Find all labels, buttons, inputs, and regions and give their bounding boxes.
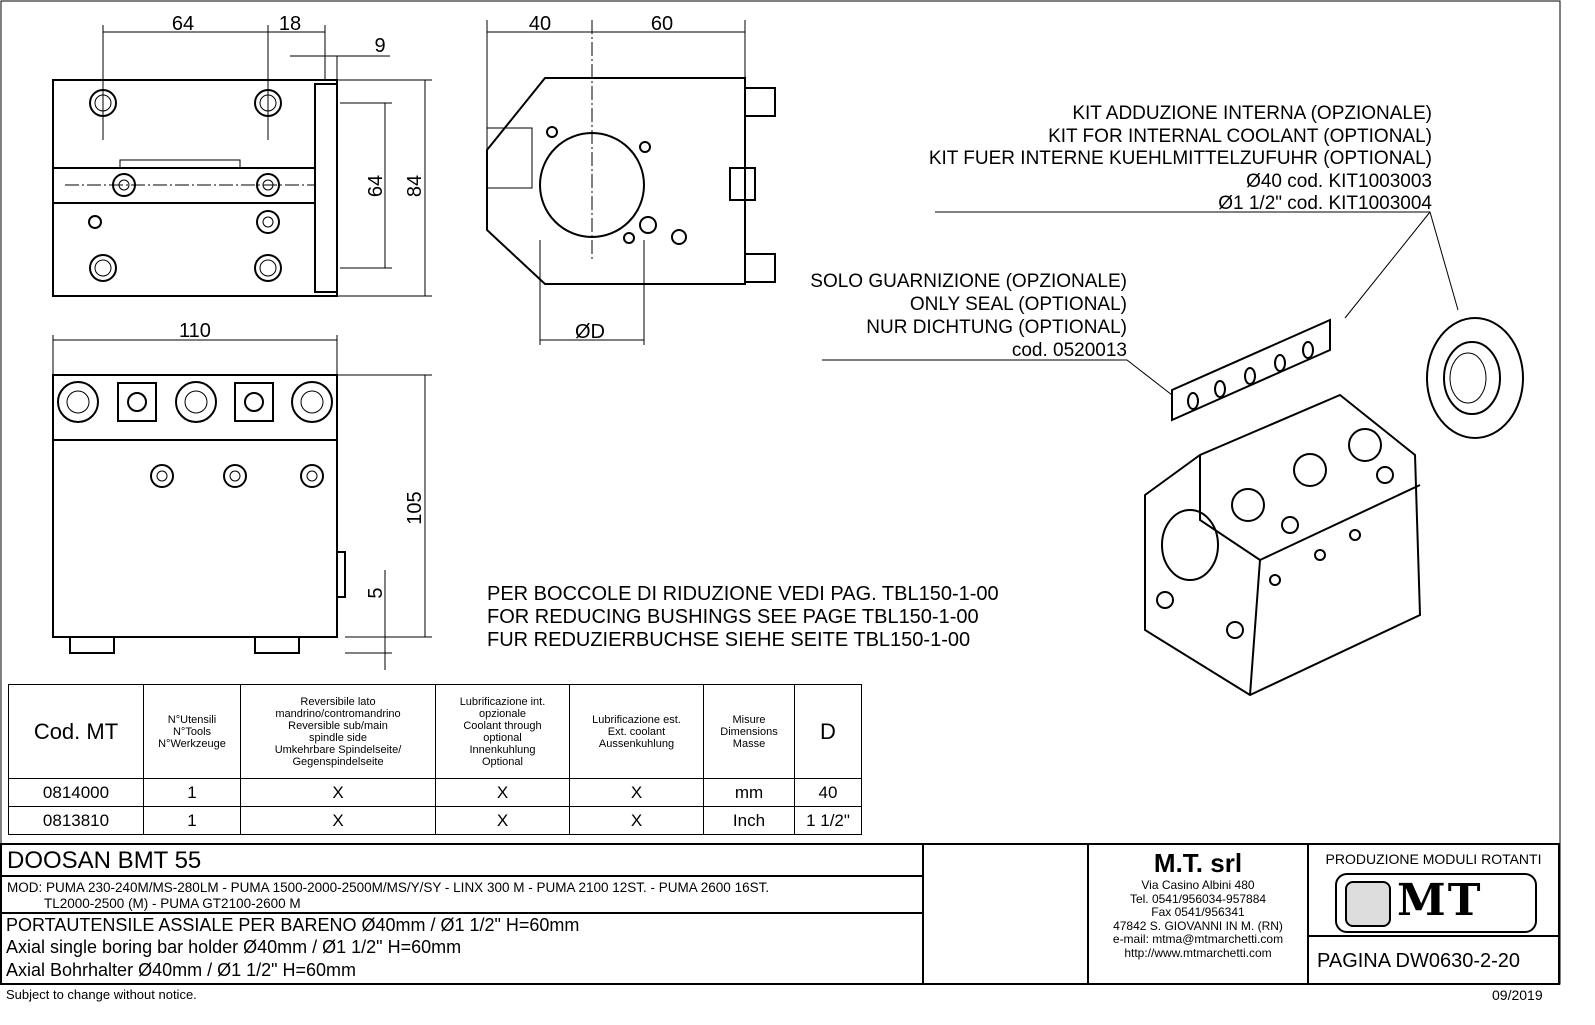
description-en: Axial single boring bar holder Ø40mm / Ø…: [6, 937, 462, 957]
website-link[interactable]: http://www.mtmarchetti.com: [1124, 945, 1272, 960]
dim-64-vertical: 64: [365, 175, 387, 197]
isometric-view: [822, 211, 1524, 697]
dim-18: 18: [279, 13, 301, 35]
rotary-module-icon: [1345, 881, 1391, 927]
description-de: Axial Bohrhalter Ø40mm / Ø1 1/2" H=60mm: [6, 960, 357, 980]
note-line: KIT FUER INTERNE KUEHLMITTELZUFUHR (OPTI…: [929, 148, 1432, 169]
dim-60: 60: [651, 13, 673, 35]
disclaimer: Subject to change without notice.: [6, 987, 197, 1002]
dim-105: 105: [404, 491, 426, 524]
models-line-1: MOD: PUMA 230-240M/MS-280LM - PUMA 1500-…: [7, 880, 770, 895]
header-int-coolant: Lubrificazione int. opzionale Coolant th…: [435, 684, 570, 779]
cell-ext-coolant: X: [569, 806, 704, 835]
dim-5: 5: [365, 587, 387, 598]
description-box: PORTAUTENSILE ASSIALE PER BARENO Ø40mm /…: [0, 912, 924, 985]
models-line-2: TL2000-2500 (M) - PUMA GT2100-2600 M: [44, 896, 301, 911]
cell-tools: 1: [143, 806, 241, 835]
header-tools: N°Utensili N°Tools N°Werkzeuge: [143, 684, 241, 779]
bushings-note: PER BOCCOLE DI RIDUZIONE VEDI PAG. TBL15…: [487, 583, 999, 651]
page-box: PAGINA DW0630-2-20: [1307, 935, 1560, 985]
note-line: FOR REDUCING BUSHINGS SEE PAGE TBL150-1-…: [487, 606, 979, 628]
logo-text: MT: [1397, 875, 1483, 926]
dim-diameter-d: ØD: [575, 321, 605, 343]
dim-84: 84: [404, 175, 426, 197]
brand-title: DOOSAN BMT 55: [7, 847, 202, 874]
dim-64: 64: [172, 13, 194, 35]
dim-40: 40: [529, 13, 551, 35]
page-number: PAGINA DW0630-2-20: [1317, 950, 1521, 972]
address-line: Via Casino Albini 480: [1141, 878, 1255, 892]
cell-d: 40: [794, 778, 862, 807]
seal-note: SOLO GUARNIZIONE (OPZIONALE) ONLY SEAL (…: [810, 271, 1127, 361]
company-box: M.T. srl Via Casino Albini 480 Tel. 0541…: [1087, 843, 1309, 985]
cell-code: 0814000: [8, 778, 144, 807]
note-line: ONLY SEAL (OPTIONAL): [910, 294, 1127, 315]
revision-date: 09/2019: [1492, 987, 1543, 1003]
city: 47842 S. GIOVANNI IN M. (RN): [1113, 918, 1283, 933]
logo-box: PRODUZIONE MODULI ROTANTI MT: [1307, 843, 1560, 937]
table-row: 0813810 1 X X X Inch 1 1/2": [8, 806, 862, 835]
cell-int-coolant: X: [435, 778, 570, 807]
note-line: FUR REDUZIERBUCHSE SIEHE SEITE TBL150-1-…: [487, 629, 970, 651]
company-address: Via Casino Albini 480 Tel. 0541/956034-9…: [1089, 878, 1307, 960]
email-link[interactable]: e-mail: mtma@mtmarchetti.com: [1112, 932, 1284, 946]
note-line: NUR DICHTUNG (OPTIONAL): [866, 317, 1127, 338]
production-heading: PRODUZIONE MODULI ROTANTI: [1325, 851, 1542, 867]
cell-code: 0813810: [8, 806, 144, 835]
note-line: KIT FOR INTERNAL COOLANT (OPTIONAL): [1048, 126, 1432, 147]
note-line: KIT ADDUZIONE INTERNA (OPZIONALE): [1072, 103, 1432, 124]
top-view: 110 105 5: [52, 320, 432, 670]
empty-box: [922, 843, 1089, 985]
mt-logo: MT: [1335, 873, 1537, 933]
cell-int-coolant: X: [435, 806, 570, 835]
fax: Fax 0541/956341: [1151, 905, 1245, 919]
coolant-kit-note: KIT ADDUZIONE INTERNA (OPZIONALE) KIT FO…: [929, 103, 1433, 214]
front-view: 64 18 9 64 84: [52, 13, 432, 297]
header-ext-coolant: Lubrificazione est. Ext. coolant Aussenk…: [569, 684, 704, 779]
note-line: Ø1 1/2" cod. KIT1003004: [1218, 193, 1432, 214]
table-row: 0814000 1 X X X mm 40: [8, 778, 862, 807]
seal-plate: [1171, 318, 1331, 422]
dim-110: 110: [179, 320, 211, 342]
cell-units: Inch: [703, 806, 795, 835]
cell-reversible: X: [240, 778, 436, 807]
cell-tools: 1: [143, 778, 241, 807]
side-view: 40 60 ØD: [486, 13, 776, 345]
phone: Tel. 0541/956034-957884: [1129, 891, 1267, 906]
note-line: PER BOCCOLE DI RIDUZIONE VEDI PAG. TBL15…: [487, 583, 999, 605]
models-box: MOD: PUMA 230-240M/MS-280LM - PUMA 1500-…: [0, 875, 924, 914]
note-line: SOLO GUARNIZIONE (OPZIONALE): [810, 271, 1127, 292]
spec-table: Cod. MT N°Utensili N°Tools N°Werkzeuge R…: [8, 684, 862, 835]
coolant-kit-flange: [1426, 317, 1524, 439]
description-it: PORTAUTENSILE ASSIALE PER BARENO Ø40mm /…: [6, 915, 580, 935]
header-dimensions: Misure Dimensions Masse: [703, 684, 795, 779]
header-d: D: [794, 684, 862, 779]
cell-d: 1 1/2": [794, 806, 862, 835]
cell-units: mm: [703, 778, 795, 807]
dim-9: 9: [374, 35, 385, 57]
company-name: M.T. srl: [1153, 848, 1243, 878]
title-brand-box: DOOSAN BMT 55: [0, 843, 924, 877]
header-reversible: Reversibile lato mandrino/contromandrino…: [240, 684, 436, 779]
cell-reversible: X: [240, 806, 436, 835]
note-line: cod. 0520013: [1012, 340, 1127, 361]
note-line: Ø40 cod. KIT1003003: [1246, 171, 1432, 192]
header-cod-mt: Cod. MT: [8, 684, 144, 779]
cell-ext-coolant: X: [569, 778, 704, 807]
